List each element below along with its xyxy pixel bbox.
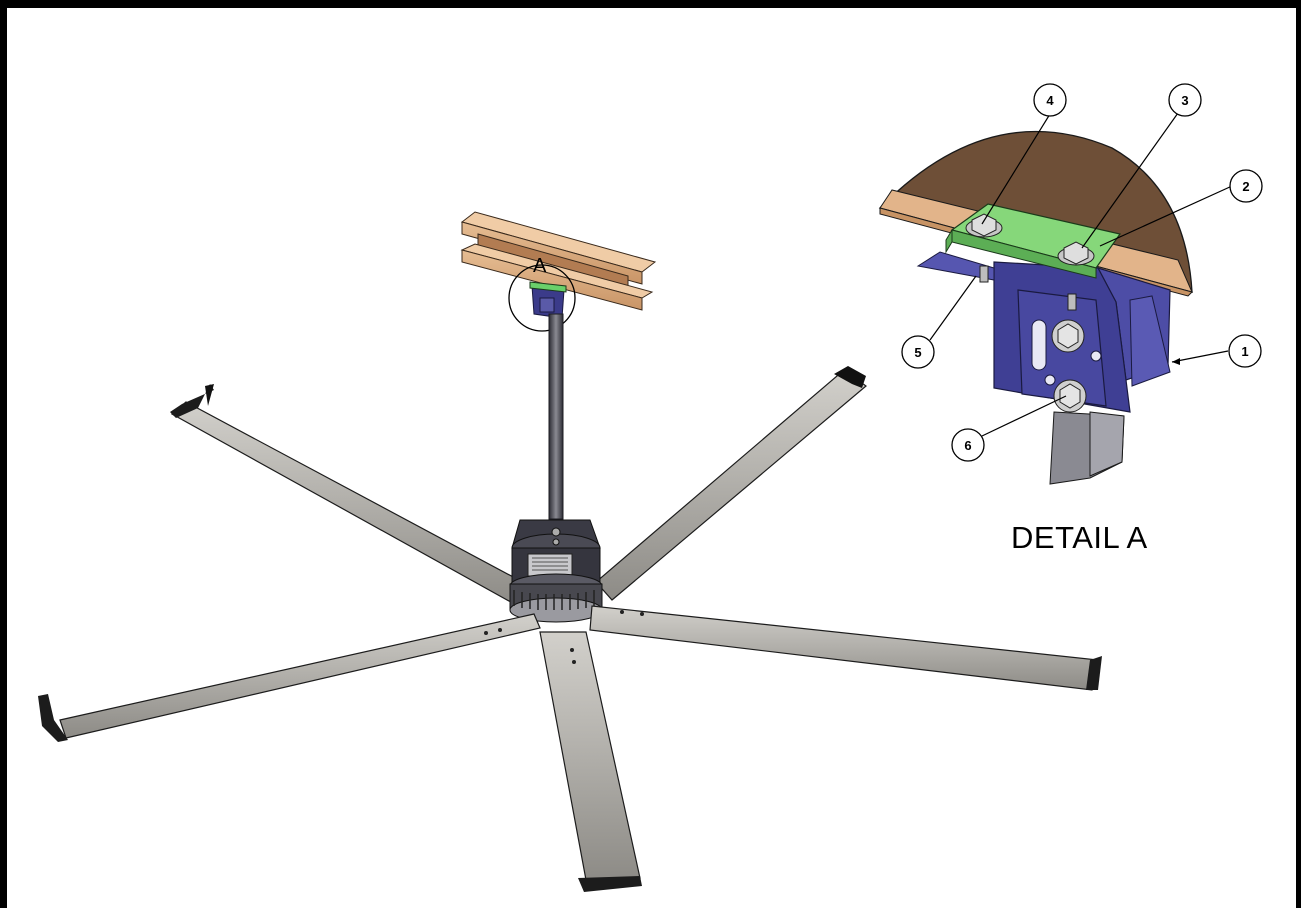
item-balloon: 3 [1168, 83, 1202, 117]
svg-text:3: 3 [1181, 93, 1188, 108]
nut [1053, 379, 1087, 413]
detail-a-view: 1 2 3 4 5 6 [878, 83, 1263, 485]
svg-text:6: 6 [964, 438, 971, 453]
detail-title: DETAIL A [1011, 520, 1148, 555]
item-balloon: 6 [951, 428, 985, 462]
svg-text:4: 4 [1046, 93, 1054, 108]
item-balloon: 1 [1228, 334, 1262, 368]
bolt [965, 213, 1003, 238]
downrod [548, 313, 564, 520]
svg-text:1: 1 [1241, 344, 1248, 359]
nut [1051, 319, 1085, 353]
svg-text:5: 5 [914, 345, 921, 360]
detail-marker-circle [508, 264, 576, 332]
fan-blade [589, 605, 1102, 691]
fan-blade [539, 631, 642, 892]
ceiling-fan-assembly: A [38, 211, 1102, 892]
fan-blade [170, 384, 531, 607]
item-balloon: 2 [1229, 169, 1263, 203]
i-beam [460, 211, 657, 311]
item-balloon: 5 [901, 335, 935, 369]
item-balloon: 4 [1033, 83, 1067, 117]
mounting-bracket [529, 281, 567, 319]
leader-lines [929, 112, 1233, 437]
detail-marker-label: A [533, 255, 547, 277]
fan-blade [595, 366, 867, 601]
svg-text:2: 2 [1242, 179, 1249, 194]
fan-blade [38, 613, 541, 742]
stud [979, 265, 989, 283]
motor-housing [509, 519, 603, 623]
stud [1067, 293, 1077, 311]
